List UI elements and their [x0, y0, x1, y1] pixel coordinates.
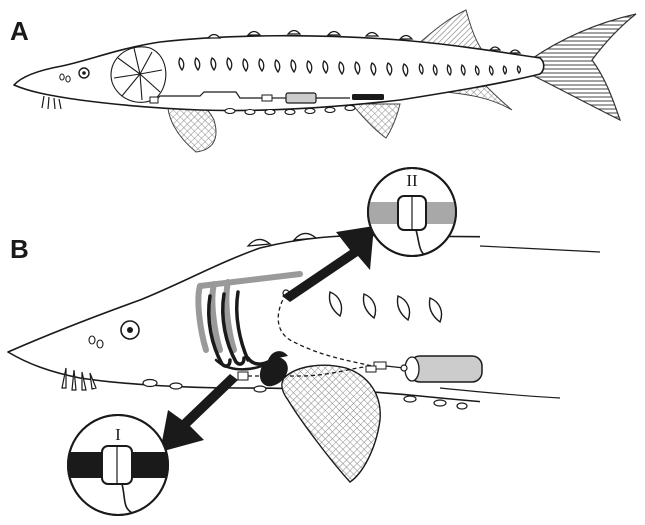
- transmitter-icon: [401, 356, 482, 382]
- transmitter-icon: [286, 93, 316, 103]
- anal-fin-a: [352, 104, 400, 138]
- panel-b: B: [8, 168, 645, 515]
- inset-i: I: [66, 415, 170, 515]
- antenna-icon: [352, 94, 384, 100]
- panel-a: A: [10, 10, 636, 152]
- cuff-electrode-i-icon: [238, 372, 248, 380]
- pectoral-fin-b: [282, 365, 380, 482]
- inset-label-i: I: [115, 425, 121, 444]
- panel-label-b: B: [10, 234, 29, 264]
- cuff-electrode-icon: [262, 95, 272, 101]
- body-cut-mask: [480, 232, 645, 412]
- inset-label-ii: II: [406, 171, 418, 190]
- panel-label-a: A: [10, 16, 29, 46]
- caudal-fin-a: [530, 14, 636, 120]
